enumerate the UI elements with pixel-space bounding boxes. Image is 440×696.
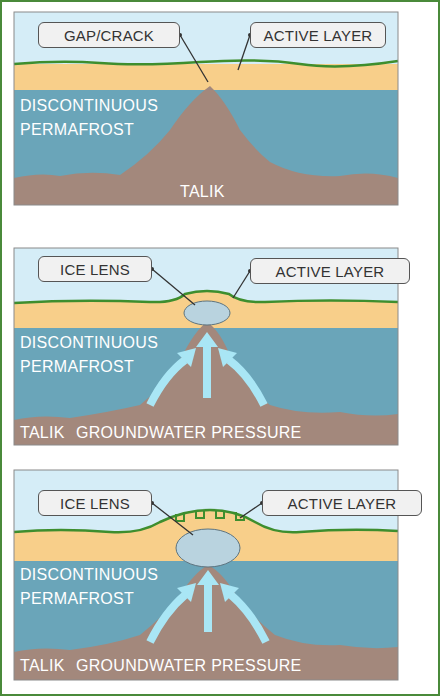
- callout-box: ACTIVE LAYER: [250, 258, 410, 284]
- leader-line: [152, 503, 193, 535]
- callout-label: ICE LENS: [60, 495, 130, 512]
- region-label: DISCONTINUOUS PERMAFROST: [20, 94, 170, 142]
- sky: [14, 248, 398, 445]
- ice-lens: [184, 301, 230, 325]
- ground-surface: [14, 60, 398, 66]
- region-label: TALIK: [180, 180, 260, 204]
- pressure-arrow-head: [177, 583, 196, 602]
- ice-lens: [176, 529, 240, 567]
- pressure-arrow: [150, 595, 185, 642]
- callout-label: ACTIVE LAYER: [264, 27, 373, 44]
- pressure-arrow-head: [220, 583, 239, 602]
- stage-two-panel: [14, 248, 398, 445]
- active-layer-band: [14, 291, 398, 330]
- region-label: GROUNDWATER PRESSURE: [76, 654, 336, 678]
- callout-label: ACTIVE LAYER: [288, 495, 397, 512]
- leader-line: [233, 271, 250, 298]
- callout-label: ACTIVE LAYER: [276, 263, 385, 280]
- talik-mound: [14, 86, 398, 205]
- callout-box: ICE LENS: [38, 256, 152, 282]
- callout-label: ICE LENS: [60, 261, 130, 278]
- pressure-arrow-head: [218, 348, 237, 367]
- talik-mound: [14, 322, 398, 445]
- panel-border: [14, 248, 398, 445]
- panel-border: [14, 12, 398, 205]
- sky: [14, 12, 398, 205]
- pressure-arrow: [197, 570, 219, 632]
- region-label: DISCONTINUOUS PERMAFROST: [20, 563, 170, 611]
- pressure-arrow: [229, 360, 264, 405]
- region-label: TALIK: [20, 421, 80, 445]
- permafrost-band: [14, 561, 398, 680]
- stage-one-panel: [14, 12, 398, 205]
- pressure-arrow: [196, 332, 218, 398]
- pressure-arrow: [231, 595, 266, 642]
- callout-label: GAP/CRACK: [64, 27, 154, 44]
- pressure-arrow-head: [177, 348, 196, 367]
- surface-cracks: [176, 510, 244, 521]
- panel-border: [14, 470, 398, 680]
- stage-three-panel: [14, 470, 398, 680]
- pressure-arrow: [150, 360, 185, 405]
- callout-box: GAP/CRACK: [38, 22, 180, 48]
- region-label: TALIK: [20, 654, 80, 678]
- sky: [14, 470, 398, 680]
- leader-line: [152, 269, 195, 305]
- region-label: DISCONTINUOUS PERMAFROST: [20, 331, 170, 379]
- callout-box: ICE LENS: [38, 490, 152, 516]
- leader-line: [238, 35, 250, 70]
- leader-line: [240, 503, 262, 518]
- ground-surface: [14, 291, 398, 303]
- callout-box: ACTIVE LAYER: [250, 22, 386, 48]
- callout-box: ACTIVE LAYER: [262, 490, 422, 516]
- region-label: GROUNDWATER PRESSURE: [76, 421, 336, 445]
- leader-line: [180, 35, 208, 82]
